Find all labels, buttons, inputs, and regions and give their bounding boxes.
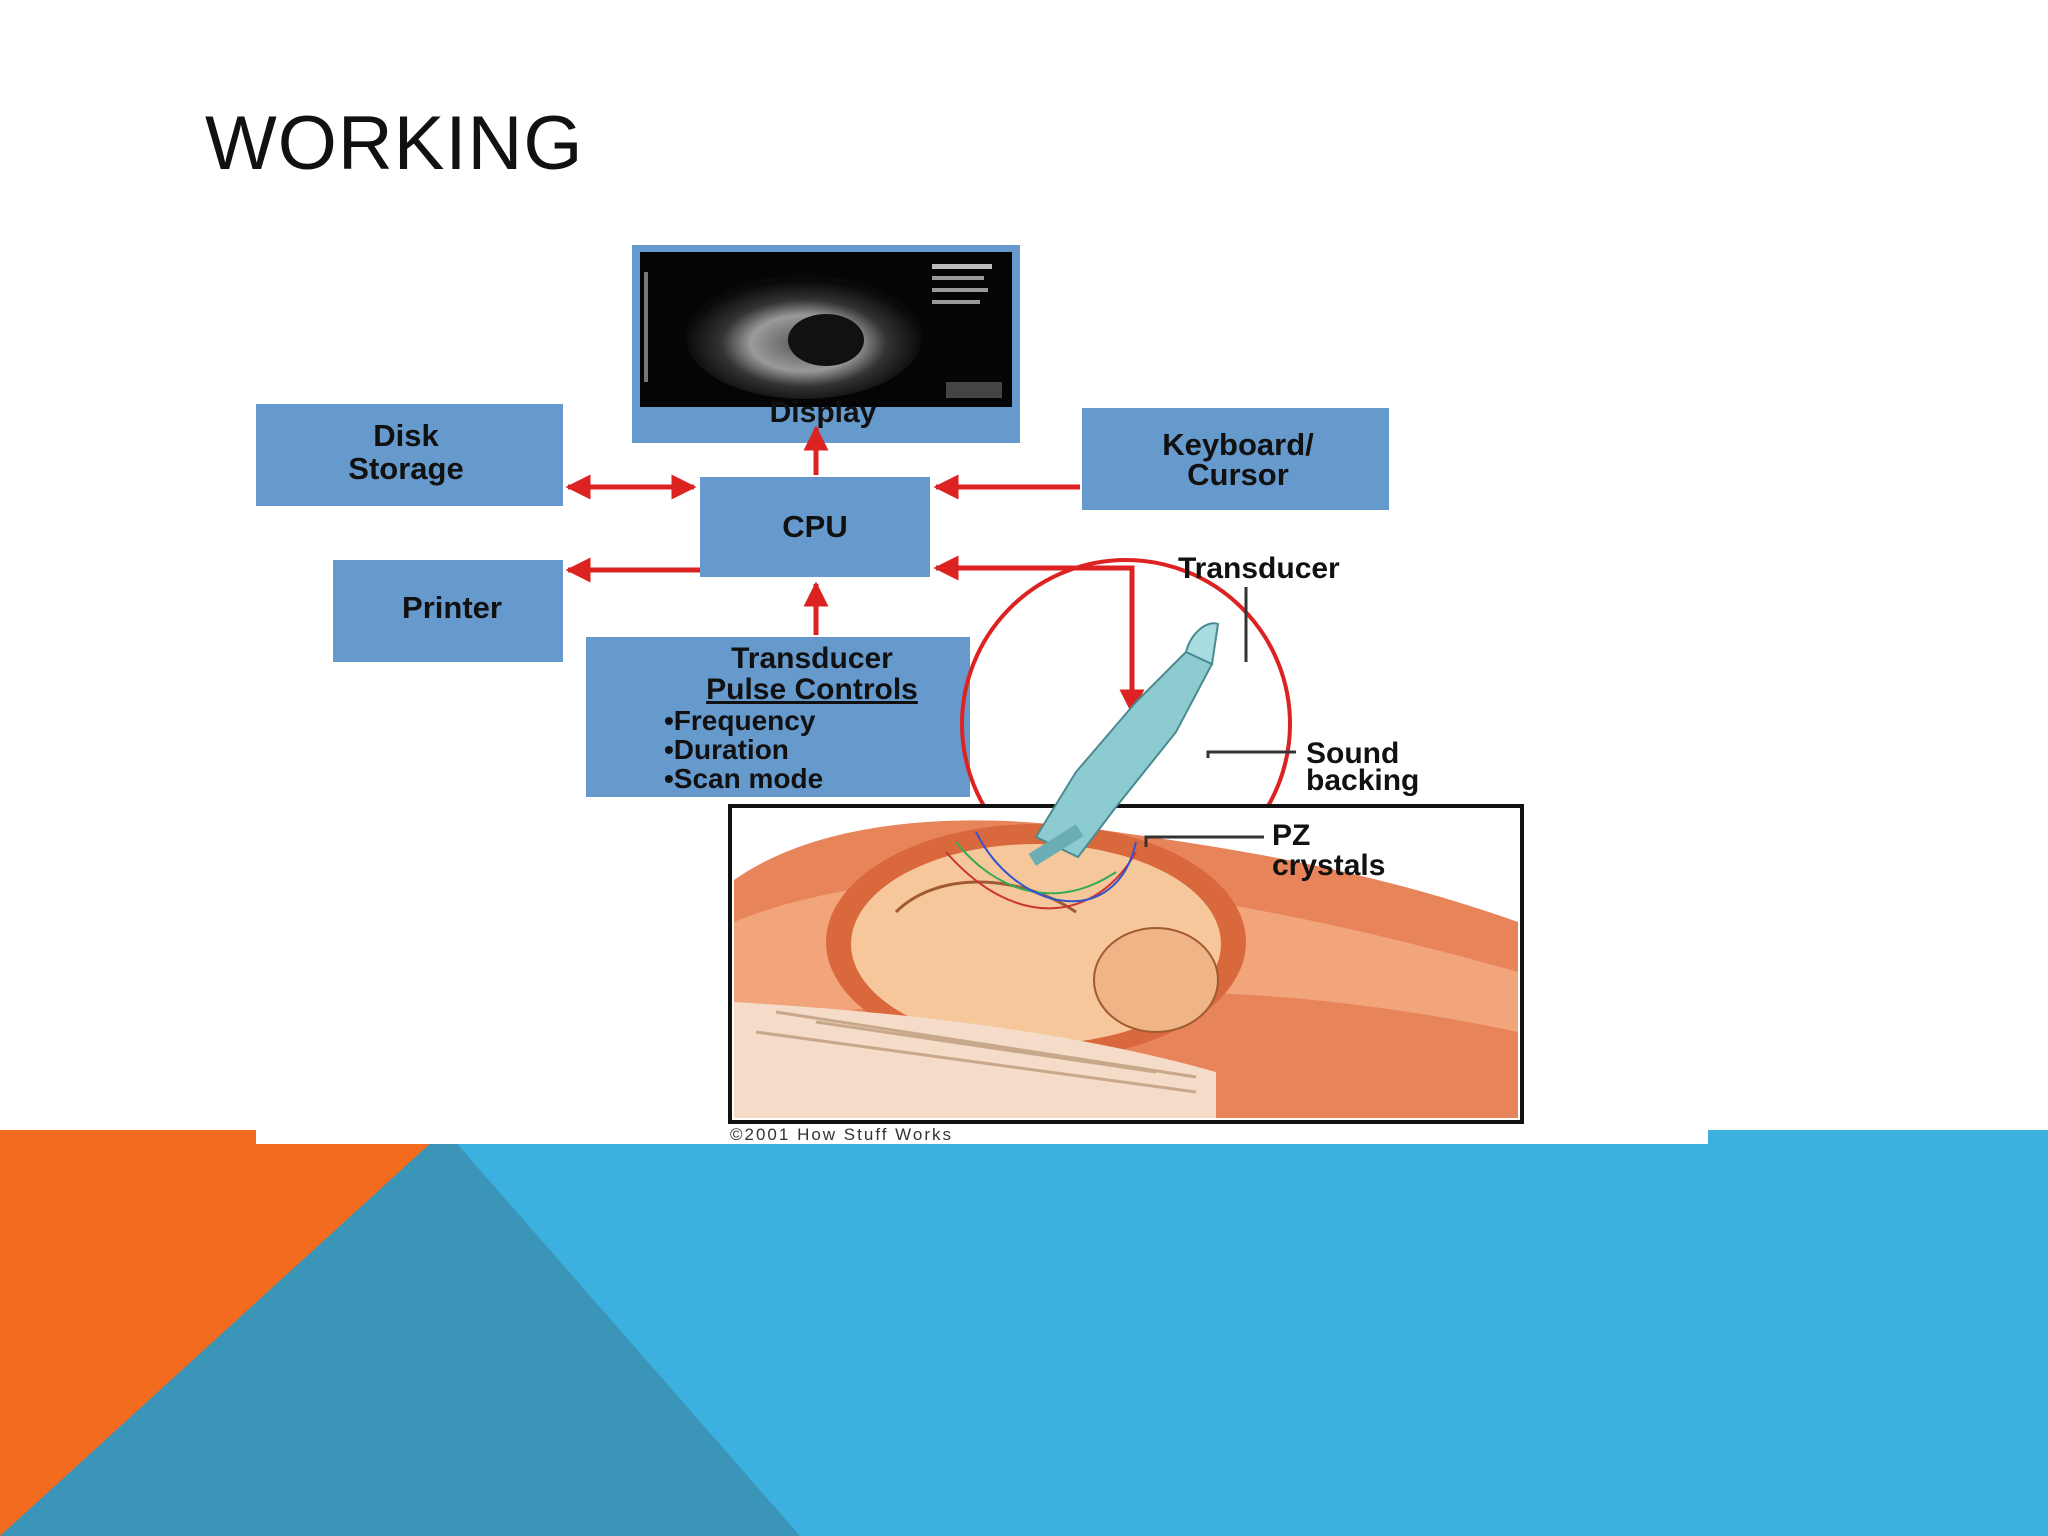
keyboard-cursor-box: Keyboard/ Cursor [1082, 408, 1389, 510]
display-label: Display [770, 396, 877, 429]
slide-title: WORKING [205, 101, 584, 186]
pz-crystals-label-line2: crystals [1272, 849, 1385, 882]
keyboard-label-line2: Cursor [1187, 457, 1289, 492]
footer-decoration [0, 1130, 2048, 1536]
pulse-item-scan-mode: •Scan mode [664, 763, 823, 794]
pulse-controls-box: Transducer Pulse Controls •Frequency •Du… [586, 637, 970, 797]
connection-arrows [565, 425, 1145, 715]
sound-backing-label-line2: backing [1306, 764, 1419, 797]
transducer-probe [1028, 622, 1220, 866]
pulse-controls-heading-line2: Pulse Controls [706, 673, 918, 706]
footer-teal-triangle [0, 1130, 800, 1536]
disk-storage-label-line1: Disk [373, 418, 439, 453]
pulse-controls-heading-line1: Transducer [731, 642, 893, 675]
display-monitor: Display [632, 245, 1020, 443]
transducer-label: Transducer [1178, 552, 1340, 585]
callout-lines [1144, 587, 1296, 847]
printer-box: Printer [333, 560, 563, 662]
disk-storage-box: Disk Storage [256, 404, 563, 506]
pulse-item-frequency: •Frequency [664, 705, 816, 736]
pz-crystals-label-line1: PZ [1272, 819, 1310, 852]
pulse-item-duration: •Duration [664, 734, 789, 765]
ultrasound-diagram: Display Disk Storage CPU Keyboard/ Curso… [256, 232, 1708, 1144]
cpu-label: CPU [782, 509, 847, 544]
printer-label: Printer [402, 590, 502, 625]
disk-storage-label-line2: Storage [348, 451, 463, 486]
pregnancy-illustration [728, 804, 1524, 1124]
image-credit: ©2001 How Stuff Works [730, 1125, 953, 1144]
keyboard-label-line1: Keyboard/ [1162, 427, 1314, 462]
arrow-transducer-cpu [933, 555, 1145, 715]
sound-backing-label-line1: Sound [1306, 737, 1399, 770]
cpu-box: CPU [700, 477, 930, 577]
